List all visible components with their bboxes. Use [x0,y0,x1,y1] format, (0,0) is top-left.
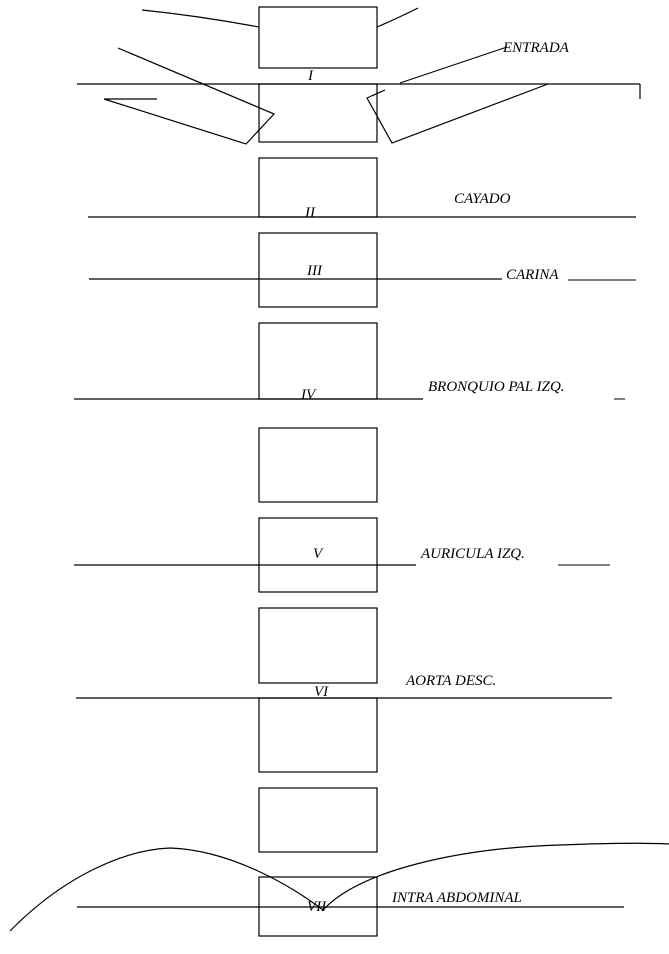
clavicle-left [104,48,274,144]
numeral-vii: VII [307,899,327,915]
numeral-iii: III [306,263,323,279]
vertebra-box-9 [259,698,377,772]
numeral-ii: II [304,205,316,221]
vertebra-box-1 [259,7,377,68]
neck-curve-right [377,8,418,27]
label-entrada: ENTRADA [502,40,570,56]
leader-entrada [400,47,507,83]
label-auricula: AURICULA IZQ. [420,546,525,562]
level-carina: III CARINA [89,233,636,307]
clavicle-right [367,84,548,143]
level-auricula: V AURICULA IZQ. [74,518,610,592]
label-cayado: CAYADO [454,191,511,207]
vertebra-box-2 [259,84,377,142]
label-aorta: AORTA DESC. [405,673,496,689]
numeral-vi: VI [314,684,329,700]
label-carina: CARINA [506,267,559,283]
level-bronquio: IV BRONQUIO PAL IZQ. [74,323,625,403]
level-entrada: I ENTRADA [77,7,640,144]
level-cayado: II CAYADO [88,158,636,221]
vertebra-box-6 [259,428,377,502]
vertebra-box-3 [259,158,377,217]
label-bronquio: BRONQUIO PAL IZQ. [428,379,565,395]
label-intra: INTRA ABDOMINAL [391,890,522,906]
vertebra-box-8 [259,608,377,683]
level-intra-abdominal: VII INTRA ABDOMINAL [10,843,669,936]
level-aorta: VI AORTA DESC. [76,608,612,772]
numeral-i: I [307,68,314,84]
vertebra-box-5 [259,323,377,399]
vertebra-box-10 [259,788,377,852]
numeral-iv: IV [300,387,317,403]
neck-curve-left [142,10,259,27]
